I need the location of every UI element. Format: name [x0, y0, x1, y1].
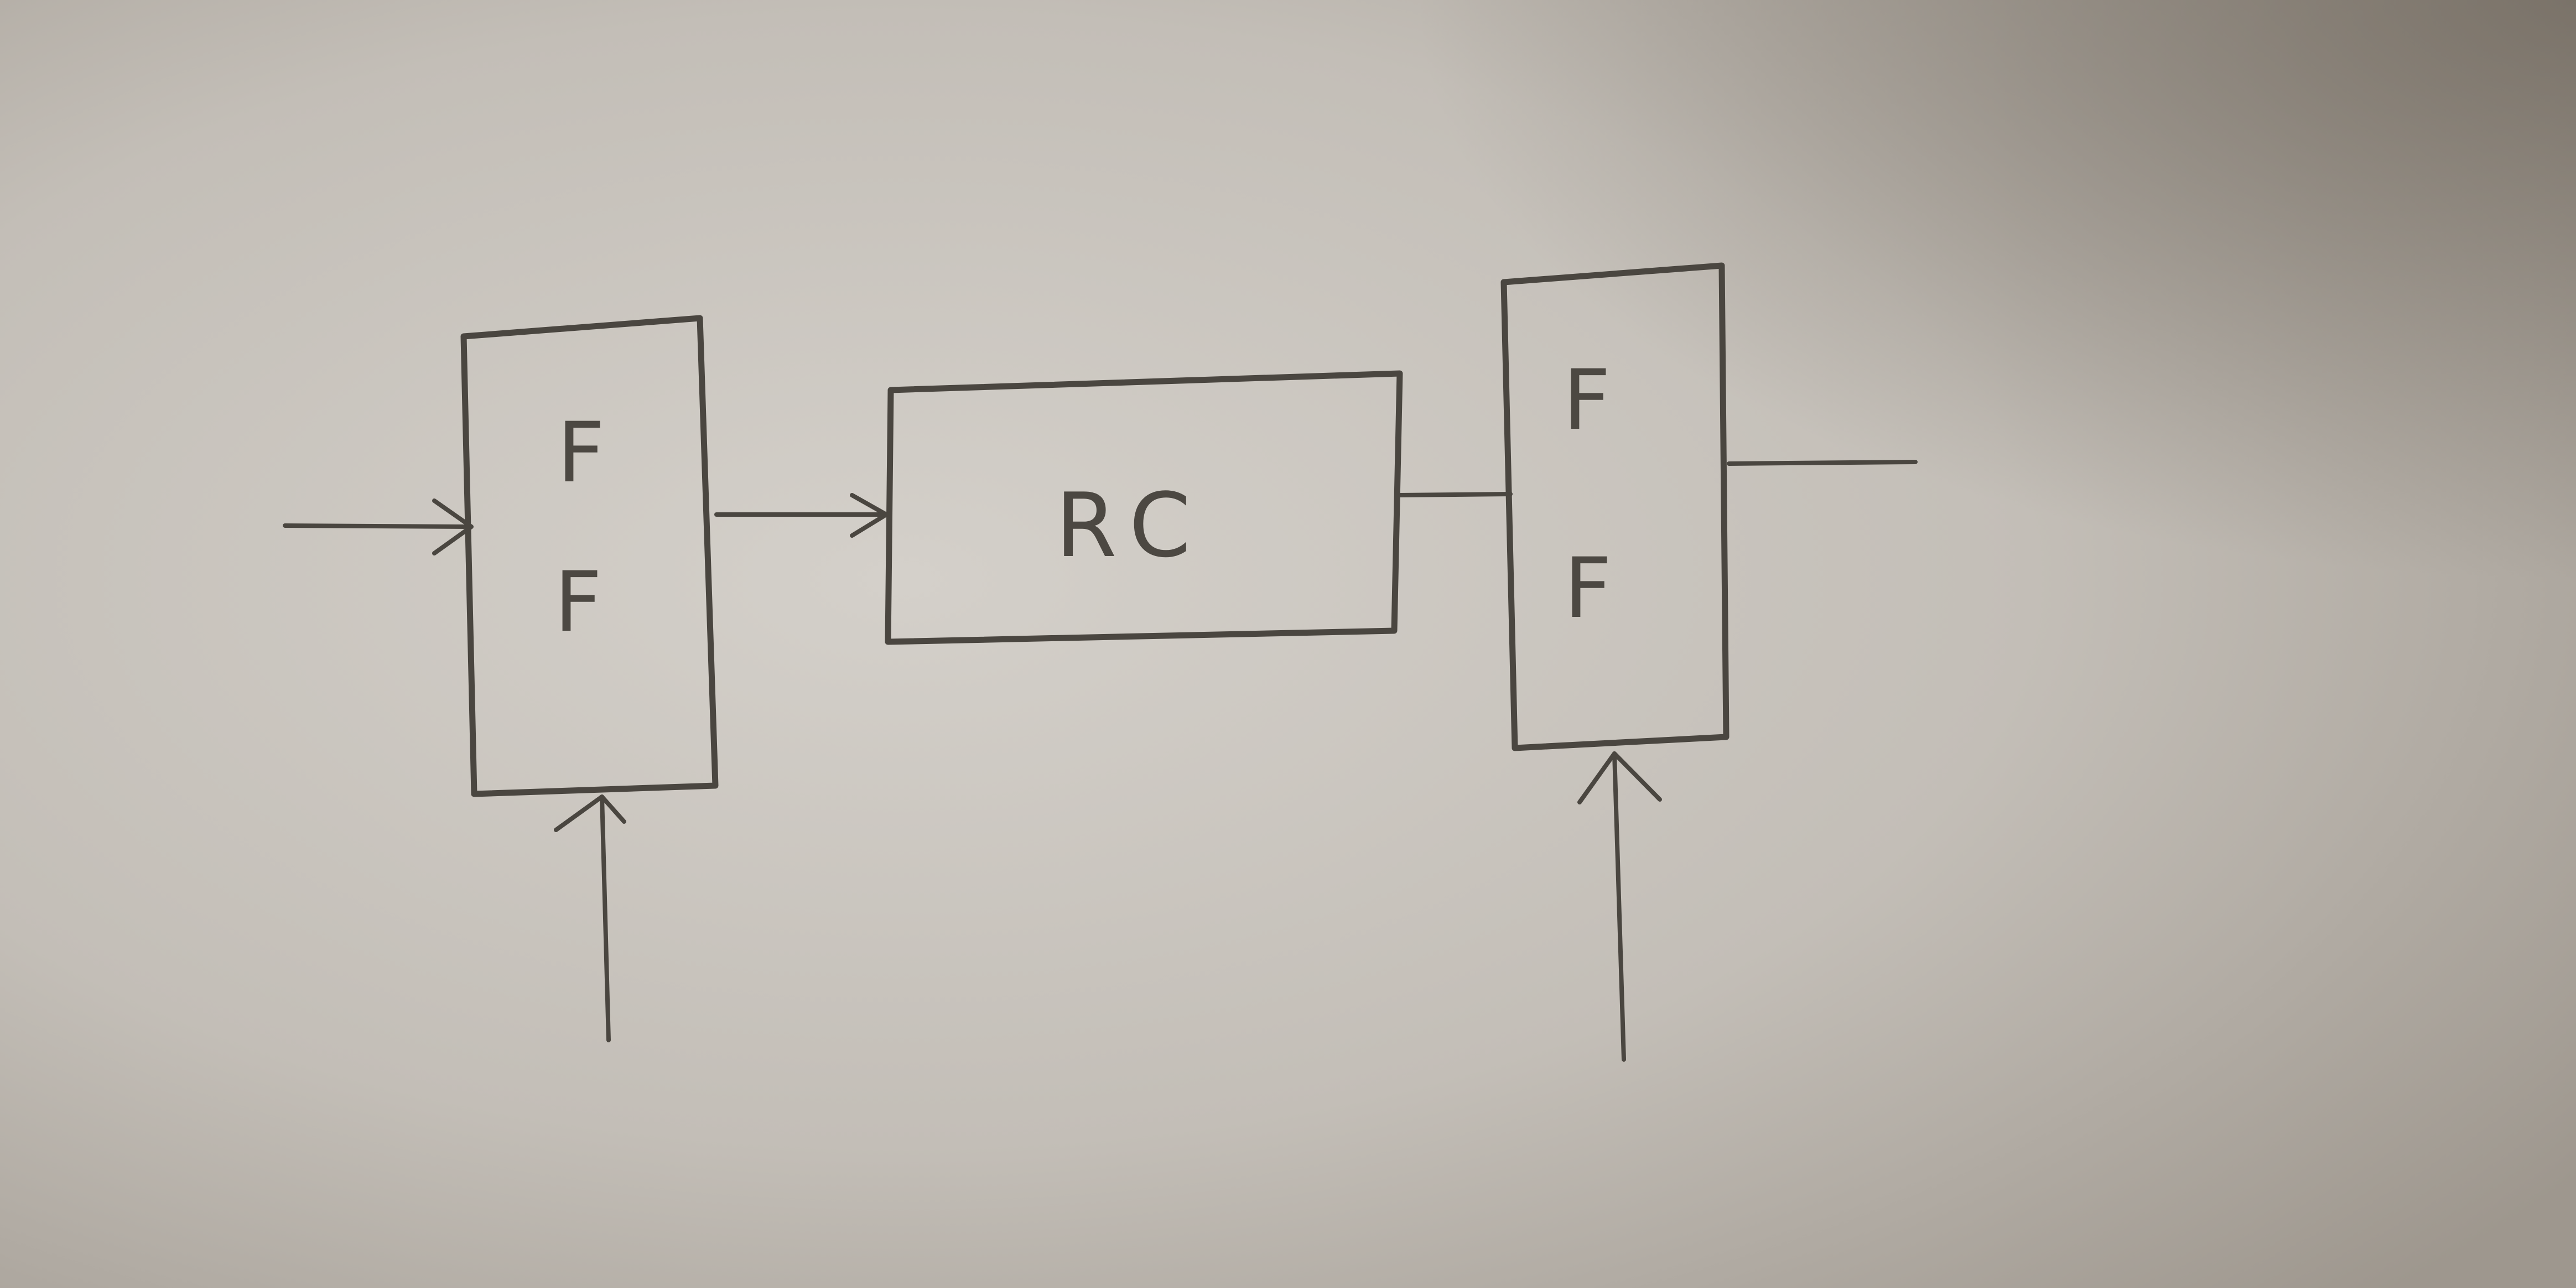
rc-block: RC — [885, 370, 1403, 645]
clock-wire-1 — [600, 794, 611, 1042]
flip-flop-2-label-top: F — [1563, 352, 1611, 449]
input-wire — [283, 523, 472, 529]
flip-flop-1-box — [460, 315, 719, 797]
flip-flop-2-box — [1500, 262, 1730, 751]
rc-label: RC — [1056, 474, 1208, 577]
flip-flop-1: F F — [460, 315, 719, 797]
flip-flop-1-label-bottom: F — [554, 554, 602, 651]
clock-arrow-1 — [554, 794, 626, 1042]
input-arrow — [283, 498, 474, 555]
clock-arrow-2 — [1577, 751, 1662, 1062]
clock-arrowhead-1 — [554, 794, 626, 832]
rc-box — [885, 370, 1403, 645]
ff1-to-rc-arrow — [714, 493, 889, 538]
output-wire — [1727, 460, 1918, 466]
clock-wire-2 — [1612, 751, 1626, 1062]
output-line — [1727, 460, 1918, 466]
rc-to-ff2-line — [1395, 492, 1513, 497]
ff1-to-rc-arrowhead — [850, 493, 889, 538]
clock-arrowhead-2 — [1577, 751, 1662, 804]
flip-flop-2: F F — [1500, 262, 1730, 751]
rc-to-ff2-wire — [1395, 492, 1513, 497]
flip-flop-2-label-bottom: F — [1564, 541, 1612, 637]
flip-flop-1-label-top: F — [557, 405, 605, 501]
input-arrowhead — [432, 498, 474, 555]
